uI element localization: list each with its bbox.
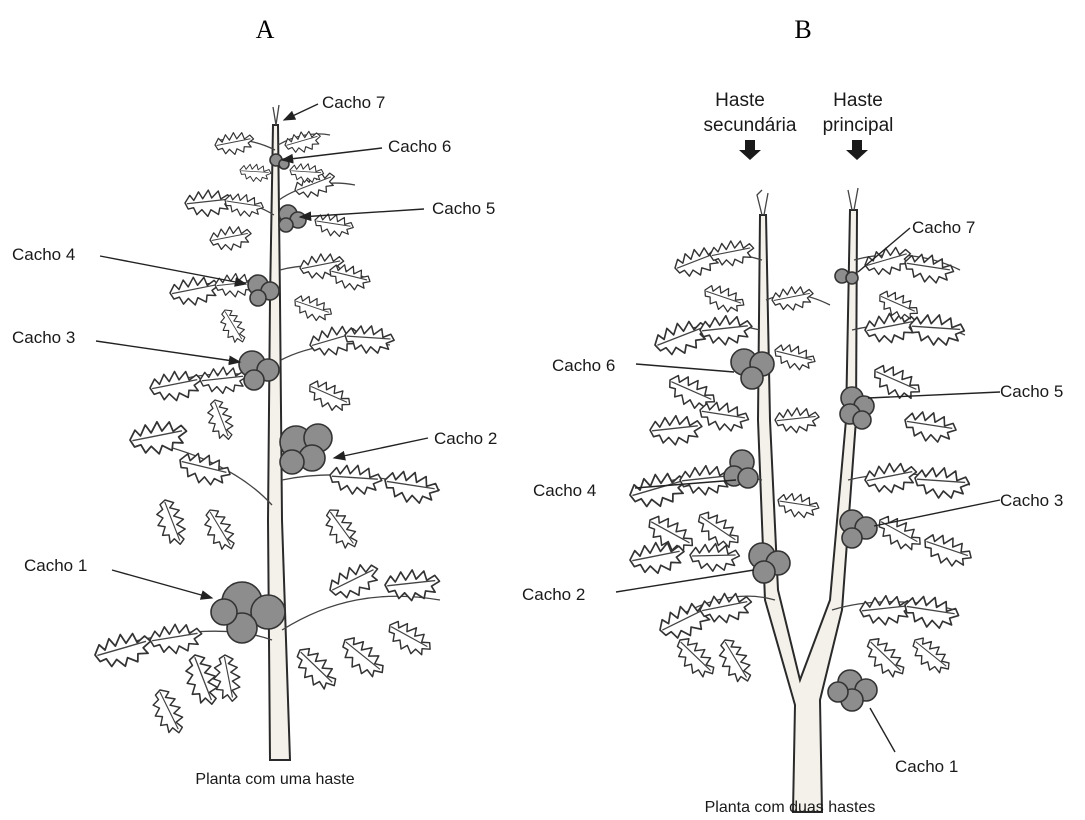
plant-a-cluster-5 <box>279 205 306 232</box>
plant-b-label-cluster-7: Cacho 7 <box>912 218 975 237</box>
plant-a-label-cluster-7: Cacho 7 <box>322 93 385 112</box>
plant-b: Haste secundária Haste principal Cacho 1… <box>522 90 1063 816</box>
plant-b-cluster-2 <box>749 543 790 583</box>
plant-a-label-cluster-3: Cacho 3 <box>12 328 75 347</box>
plant-b-label-cluster-3: Cacho 3 <box>1000 491 1063 510</box>
plant-a-label-cluster-5: Cacho 5 <box>432 199 495 218</box>
plant-a-label-cluster-4: Cacho 4 <box>12 245 75 264</box>
plant-b-cluster-4 <box>724 450 758 488</box>
stem-main-label-line2: principal <box>823 115 894 136</box>
plant-b-cluster-5 <box>840 387 874 429</box>
plant-a-label-cluster-1: Cacho 1 <box>24 556 87 575</box>
plant-a-leader-2 <box>334 438 428 458</box>
stem-secondary-label-line1: Haste <box>715 90 765 111</box>
plant-b-cluster-1 <box>828 670 877 711</box>
plant-b-leader-6 <box>636 364 734 372</box>
plant-a: Cacho 1 Cacho 2 Cacho 3 Cacho 4 Cacho 5 … <box>12 93 497 788</box>
plant-a-leader-7 <box>284 104 318 120</box>
panel-b-letter: B <box>794 15 811 44</box>
arrow-down-icon <box>846 140 868 160</box>
plant-b-label-cluster-2: Cacho 2 <box>522 585 585 604</box>
plant-b-label-cluster-5: Cacho 5 <box>1000 382 1063 401</box>
plant-b-label-cluster-4: Cacho 4 <box>533 481 596 500</box>
plant-a-label-cluster-2: Cacho 2 <box>434 429 497 448</box>
plant-b-label-cluster-1: Cacho 1 <box>895 757 958 776</box>
plant-b-leader-2 <box>616 570 754 592</box>
arrow-down-icon <box>739 140 761 160</box>
plant-a-label-cluster-6: Cacho 6 <box>388 137 451 156</box>
plant-b-label-cluster-6: Cacho 6 <box>552 356 615 375</box>
plant-b-cluster-3 <box>840 510 877 548</box>
plant-a-leader-3 <box>96 341 240 362</box>
plant-a-leader-5 <box>300 209 424 217</box>
plant-a-cluster-2 <box>280 424 332 474</box>
plant-a-leader-4 <box>100 256 246 284</box>
plant-b-caption: Planta com duas hastes <box>705 799 876 816</box>
plant-b-leader-3 <box>874 500 1000 526</box>
stem-secondary-label-line2: secundária <box>704 115 797 136</box>
plant-a-caption: Planta com uma haste <box>195 771 354 788</box>
plant-a-leader-1 <box>112 570 212 598</box>
stem-main-label-line1: Haste <box>833 90 883 111</box>
plant-b-leader-1 <box>870 708 895 752</box>
panel-a-letter: A <box>256 15 275 44</box>
